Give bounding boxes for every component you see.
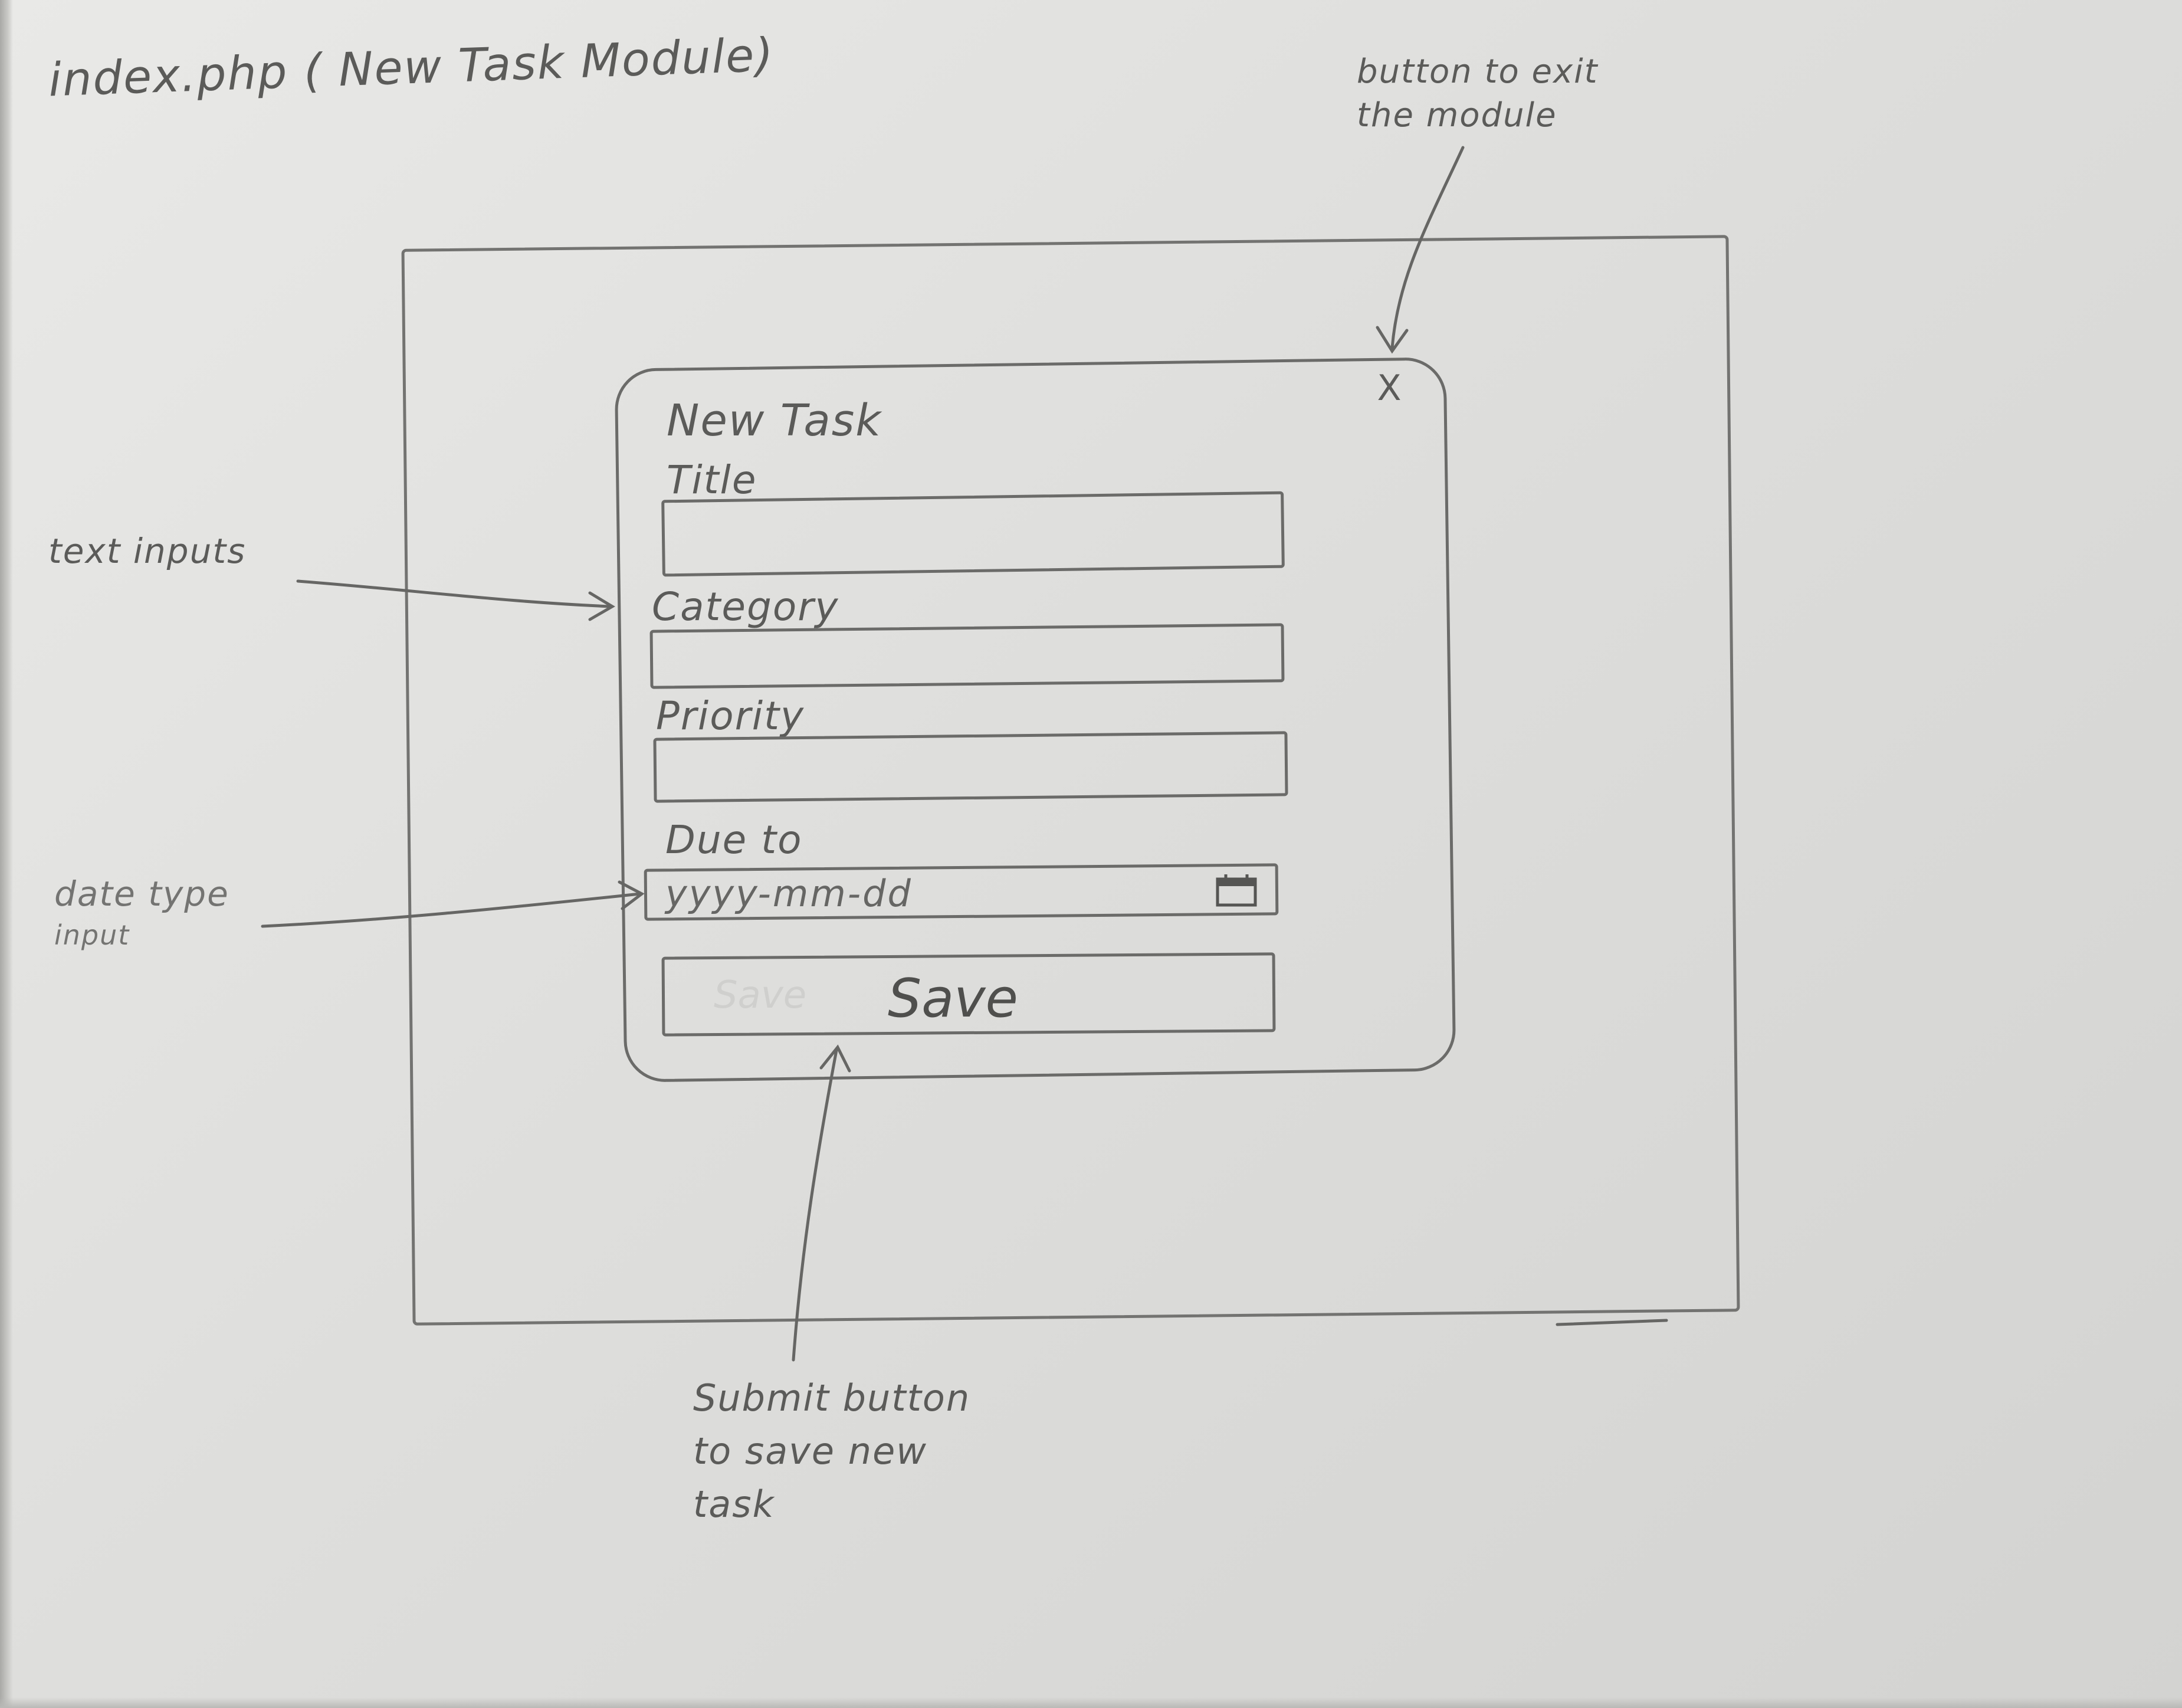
save-button-label: Save	[888, 968, 1018, 1030]
category-label: Category	[652, 584, 839, 630]
annotation-line: the module	[1357, 96, 1557, 135]
modal-title: New Task	[667, 395, 882, 446]
category-input[interactable]	[649, 623, 1285, 689]
annotation-submit-button: Submit button to save new task	[693, 1372, 970, 1531]
priority-input[interactable]	[653, 731, 1288, 803]
paper-edge-bottom	[0, 1697, 2182, 1708]
close-icon: X	[1377, 368, 1402, 409]
save-button-ghost-label: Save	[714, 973, 807, 1017]
frame-tail	[1556, 1319, 1668, 1326]
annotation-date-input: date type input	[54, 873, 229, 956]
close-button[interactable]: X	[1371, 371, 1407, 406]
annotation-line: input	[54, 919, 130, 951]
annotation-line: date type	[54, 874, 229, 914]
priority-label: Priority	[656, 693, 805, 739]
annotation-text-inputs: text inputs	[48, 531, 247, 571]
calendar-icon[interactable]	[1214, 872, 1259, 907]
due-date-placeholder: yyyy-mm-dd	[665, 872, 913, 915]
annotation-line: button to exit	[1357, 53, 1599, 91]
title-label: Title	[667, 457, 757, 503]
page-title: index.php ( New Task Module)	[47, 28, 776, 107]
annotation-line: Submit button	[693, 1376, 971, 1419]
due-date-label: Due to	[665, 817, 803, 863]
title-input[interactable]	[661, 491, 1285, 577]
annotation-line: to save new	[693, 1430, 927, 1473]
annotation-exit-button: button to exit the module	[1357, 50, 1599, 137]
annotation-line: task	[693, 1483, 775, 1526]
paper-edge	[0, 0, 13, 1708]
